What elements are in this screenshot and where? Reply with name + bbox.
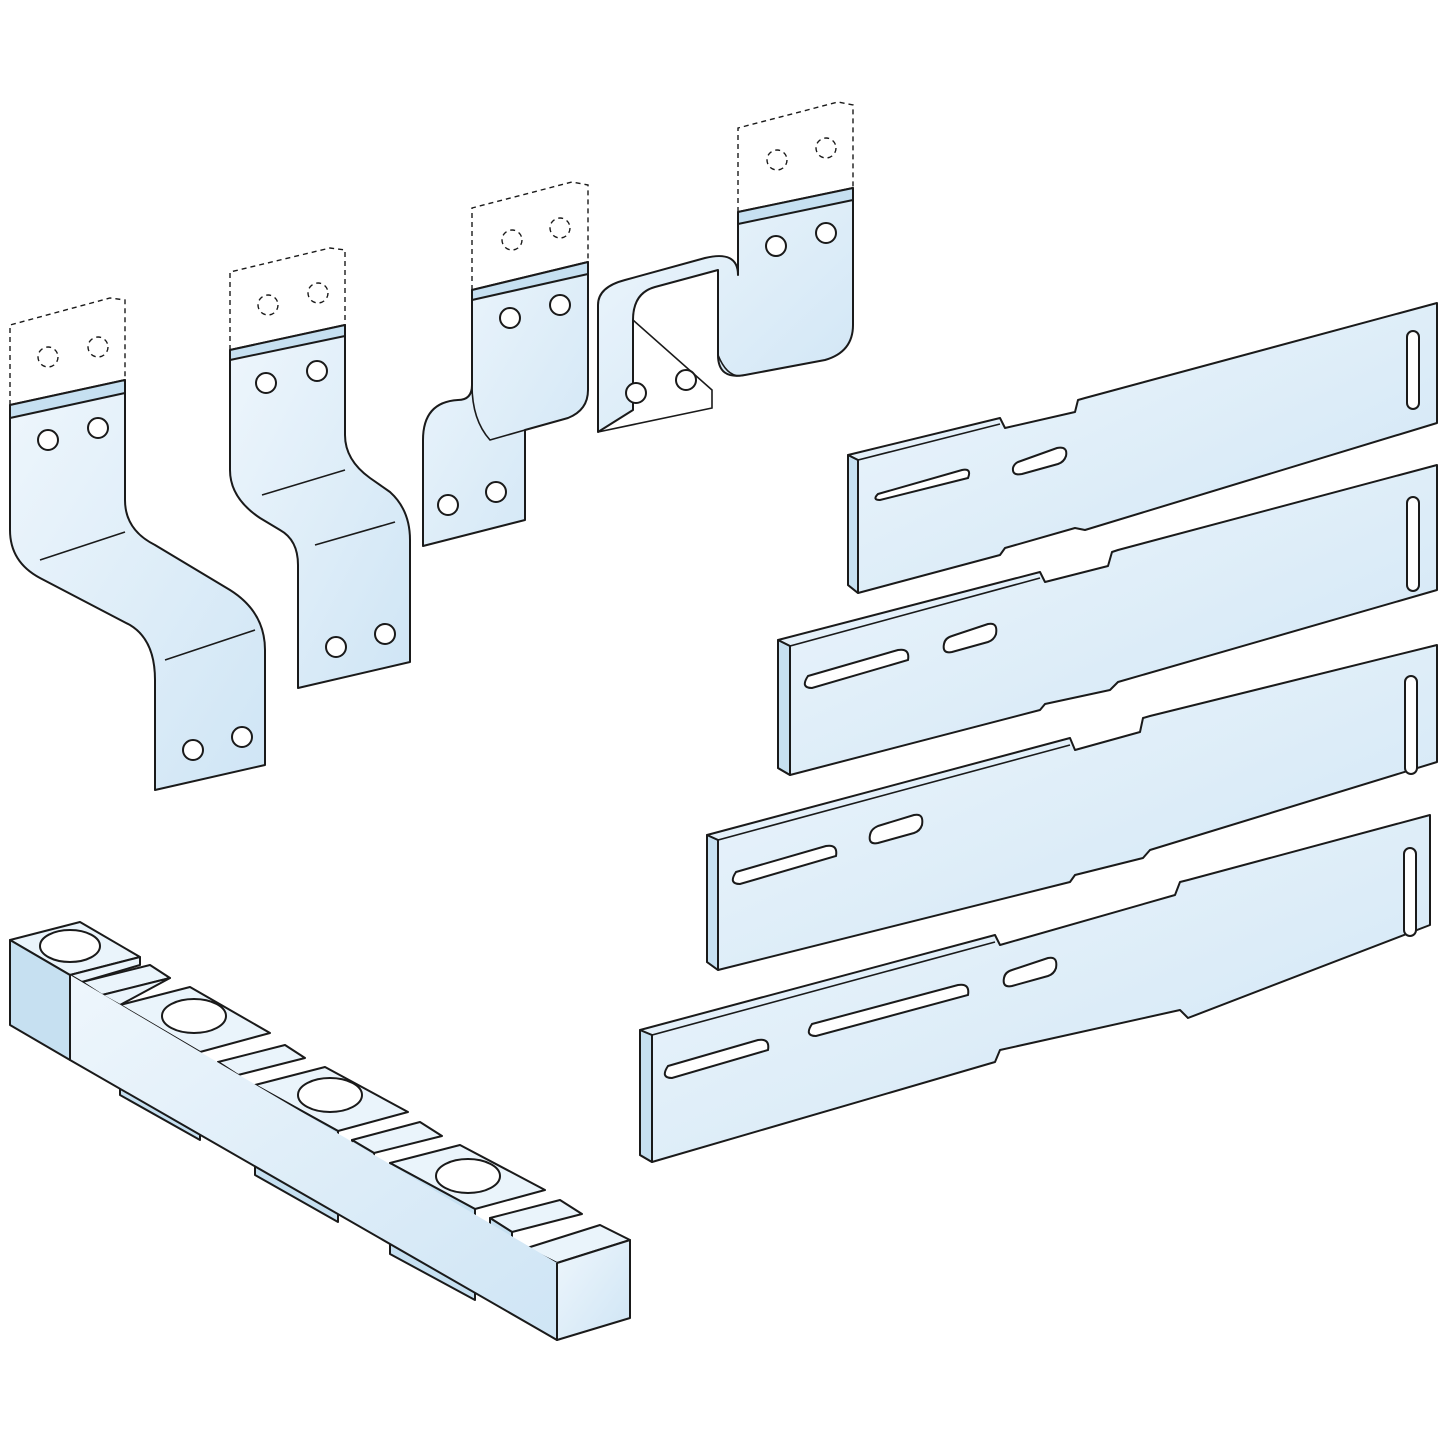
connection-bar-2 [229,247,411,689]
connection-bar-4 [597,101,854,433]
ghost-extension-4 [737,101,854,212]
support-hole-2 [161,998,227,1034]
support-hole-3 [297,1077,363,1113]
ghost-extension-1 [9,297,126,405]
adapter-plate-2 [777,464,1438,776]
busbar-support [9,921,631,1341]
support-hole-1 [39,929,101,963]
adapter-plate-1 [847,302,1438,594]
connection-bar-1 [9,297,266,791]
connection-bar-3 [422,181,589,547]
adapter-plate-4 [639,814,1431,1163]
ghost-extension-2 [229,247,346,350]
support-hole-4 [435,1158,501,1194]
adapter-plate-3 [706,644,1438,971]
ghost-extension-3 [471,181,589,290]
